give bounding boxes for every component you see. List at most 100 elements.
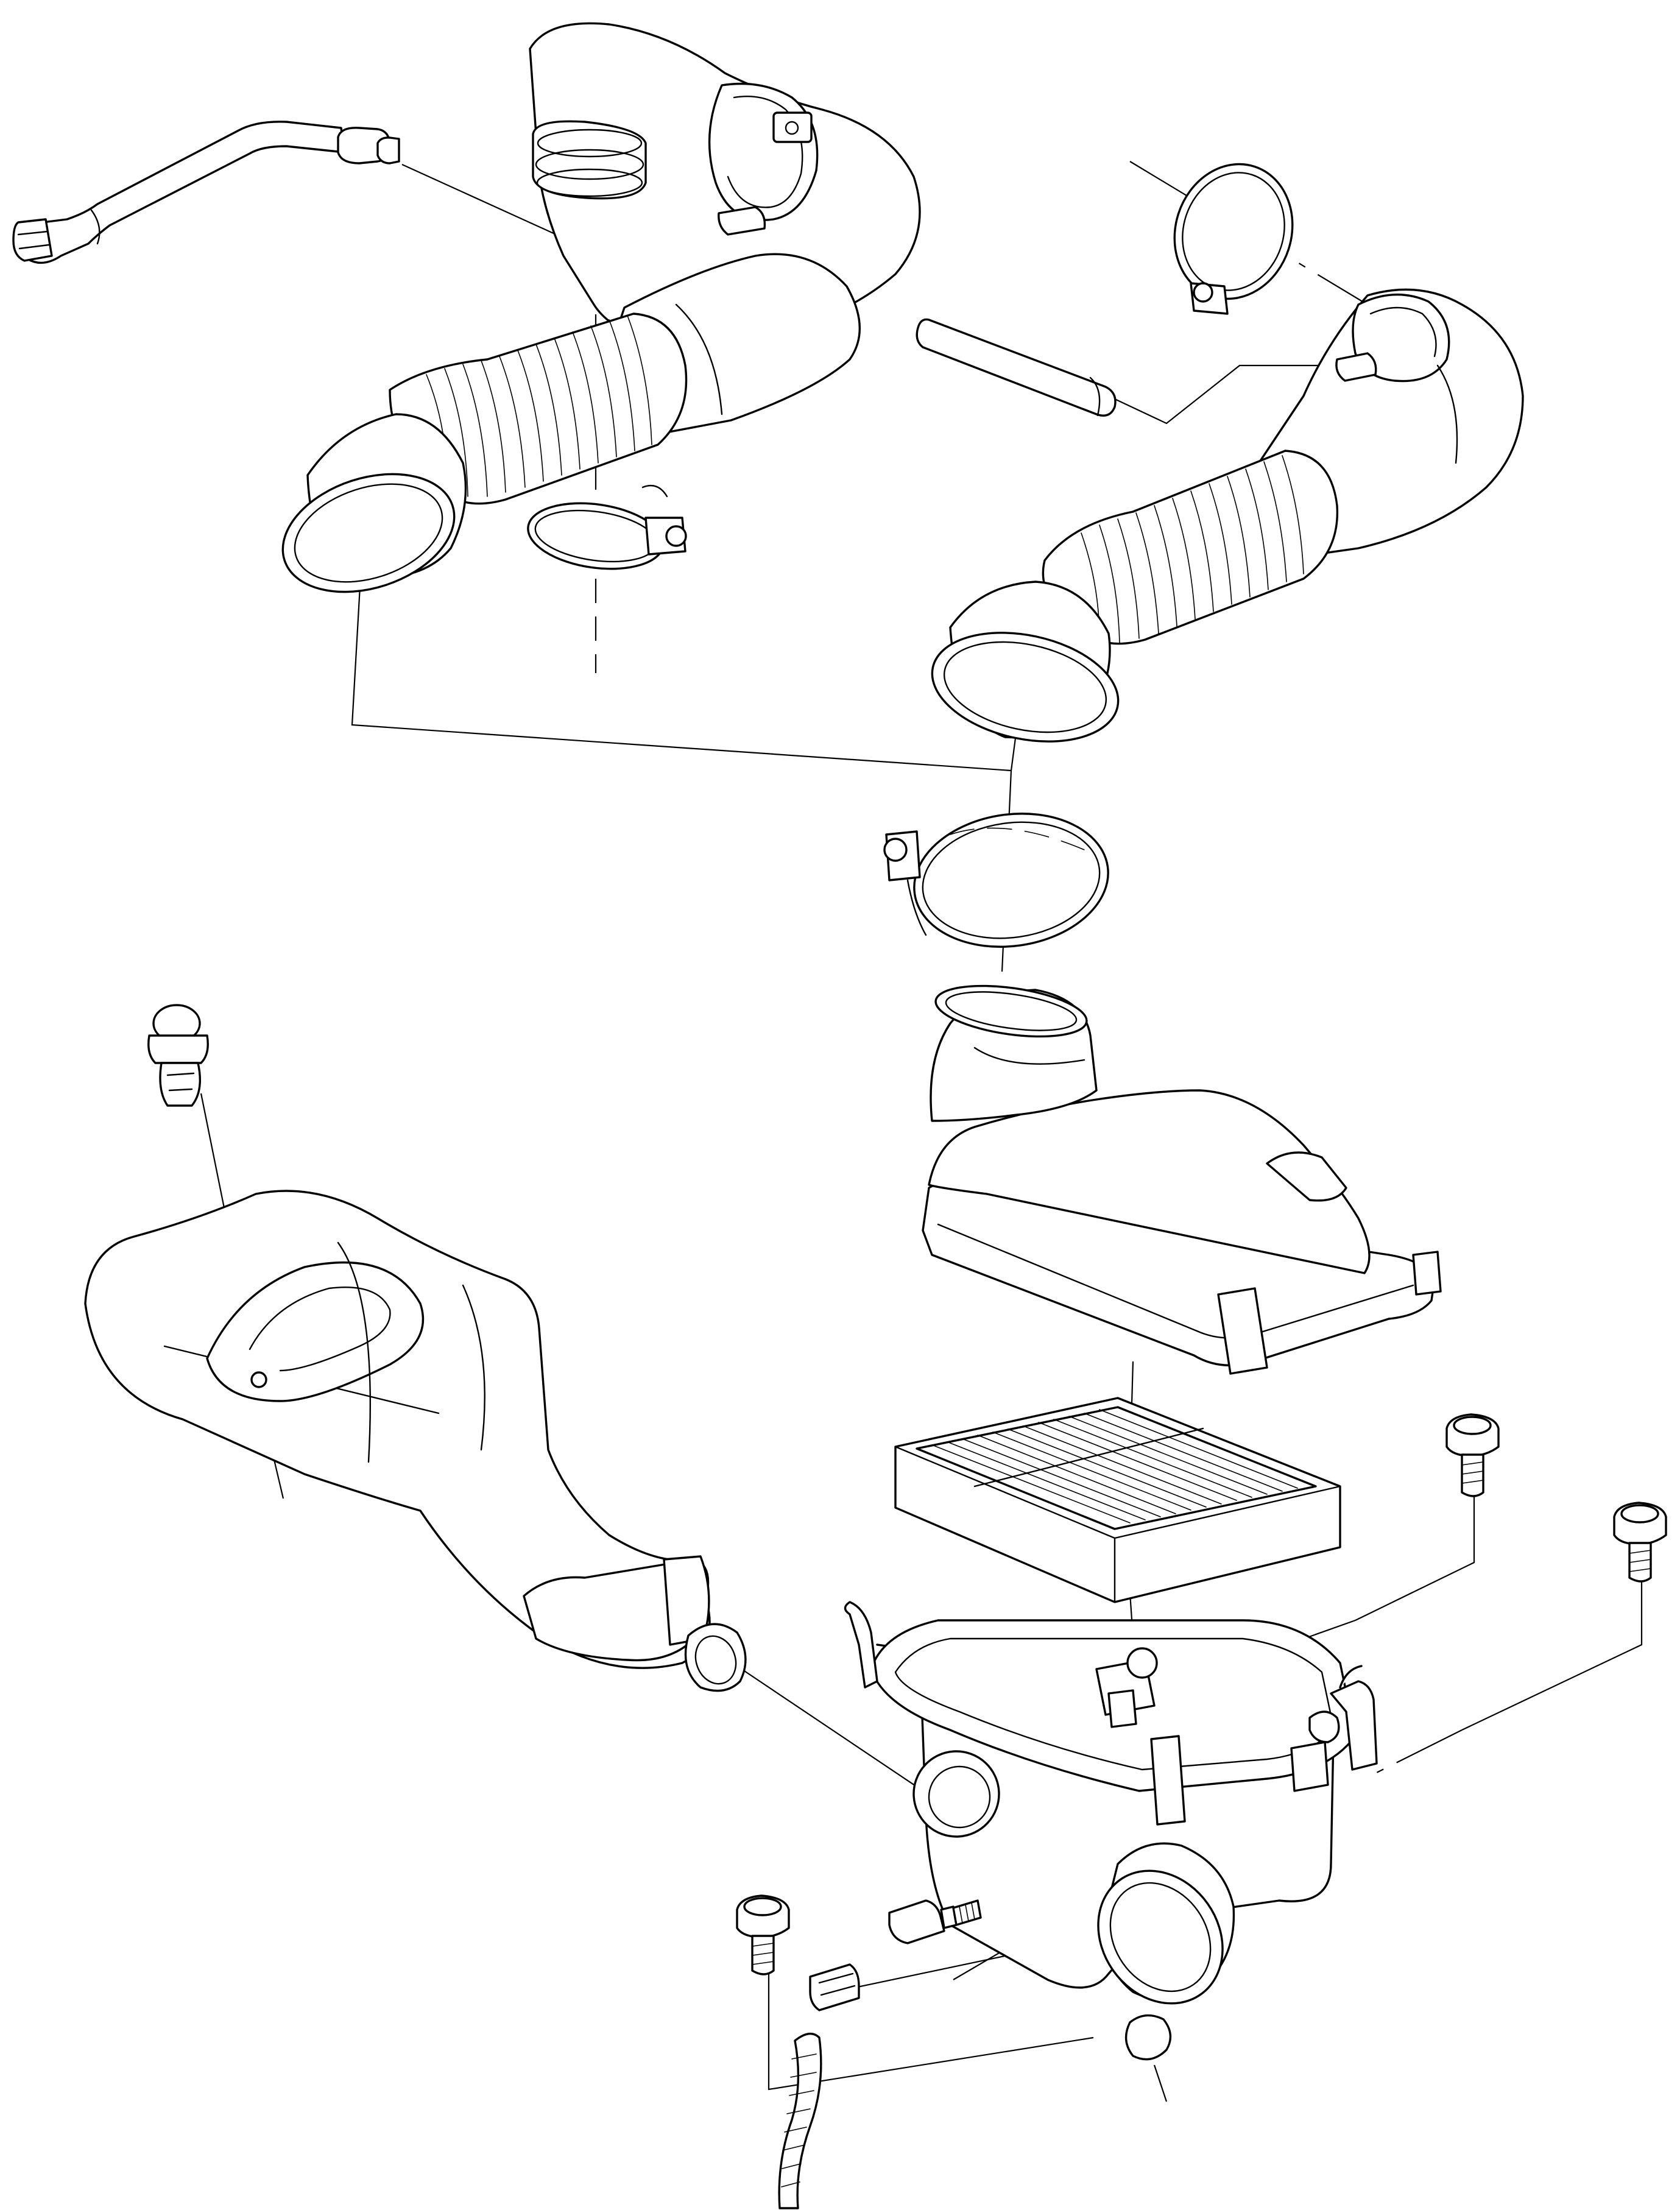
air-box-side-inlet-inner bbox=[928, 1765, 991, 1829]
duct-right-inlet-ring bbox=[931, 632, 1120, 743]
duct-right-bellows-ribs bbox=[1081, 455, 1304, 643]
upper-hose-clamp-screw-head bbox=[665, 525, 687, 547]
lower-hose-clamp-band-inner bbox=[922, 821, 1101, 939]
breather-hose-bend bbox=[90, 209, 101, 245]
air-box-lower-housing bbox=[844, 1601, 1378, 2061]
push-clip-ridges bbox=[166, 1072, 195, 1092]
top-right-hose-clamp bbox=[1173, 163, 1294, 315]
lower-hose-clamp bbox=[883, 813, 1109, 948]
duct-right-outlet-inner bbox=[1369, 306, 1437, 358]
air-box-rim-inner bbox=[894, 1637, 1335, 1771]
intake-duct-right bbox=[931, 288, 1524, 743]
resonator-recess-inner bbox=[249, 1286, 391, 1372]
duct-left-neck-ring-1 bbox=[537, 129, 643, 158]
upper-intake-duct-left bbox=[281, 22, 921, 593]
leader-bolt-1 bbox=[1355, 1495, 1475, 1621]
mounting-bolt-bottom bbox=[736, 1894, 790, 1975]
leader-right-hose bbox=[1114, 364, 1343, 425]
bolt-right-thread bbox=[1629, 1550, 1651, 1572]
lower-hose-clamp-tail bbox=[906, 879, 927, 936]
resonator-outlet bbox=[684, 1623, 747, 1692]
small-vent-hose-body bbox=[916, 318, 1117, 417]
filter-frame-edges bbox=[894, 1446, 1341, 1603]
duct-left-neck-ring-3 bbox=[536, 168, 643, 197]
wiring-harness-wrap bbox=[781, 2053, 817, 2187]
air-box-side-bracket bbox=[1330, 1680, 1378, 1771]
wiring-harness bbox=[778, 2032, 822, 2209]
duct-left-mount-tab bbox=[772, 111, 813, 143]
lower-hose-clamp-slots bbox=[950, 827, 1085, 850]
duct-left-inlet-ring-inner bbox=[294, 483, 443, 583]
small-vent-hose bbox=[916, 318, 1117, 417]
push-clip bbox=[147, 1004, 209, 1107]
sensor-wiring-connector bbox=[778, 1963, 860, 2209]
mounting-bolt-right bbox=[1613, 1502, 1667, 1583]
push-clip-shank bbox=[159, 1062, 202, 1107]
cover-clip-right bbox=[1412, 1251, 1442, 1296]
breather-hose-end-cap bbox=[376, 136, 400, 164]
resonator-clip-hole bbox=[250, 1371, 267, 1388]
duct-right-nipple bbox=[1335, 352, 1377, 382]
intake-resonator bbox=[84, 1190, 747, 1692]
air-box-clip-post bbox=[1150, 1735, 1186, 1826]
duct-left-neck-band bbox=[532, 120, 647, 200]
air-box-outlet-flange-inner bbox=[1109, 1882, 1212, 1993]
hose-clip bbox=[12, 218, 53, 262]
filter-pleats bbox=[931, 1409, 1298, 1523]
duct-left-outlet-inner bbox=[727, 96, 803, 208]
cover-inlet-rim-inner bbox=[945, 991, 1078, 1031]
lower-hose-clamp-screw bbox=[883, 838, 908, 862]
duct-left-neck-ring-2 bbox=[535, 149, 644, 180]
breather-hose-body bbox=[23, 121, 345, 264]
air-box-side-bracket-tab bbox=[1339, 1665, 1363, 1689]
leader-bolt-2 bbox=[1461, 1578, 1643, 1731]
air-box-center-bracket-boss bbox=[1107, 1689, 1137, 1728]
bolt-bottom-thread bbox=[752, 1943, 774, 1965]
bolt-upper-shank bbox=[1461, 1453, 1484, 1497]
filter-media bbox=[916, 1406, 1317, 1530]
cover-horn-seam bbox=[973, 1047, 1085, 1065]
duct-left-mount-hole bbox=[785, 121, 799, 135]
air-box-spring-clip-left bbox=[844, 1601, 878, 1689]
cover-inlet-rim bbox=[934, 984, 1088, 1038]
upper-hose-clamp bbox=[527, 484, 687, 570]
upper-hose-clamp-band bbox=[527, 502, 665, 570]
cover-shell bbox=[928, 1089, 1371, 1274]
air-filter-cover bbox=[922, 984, 1442, 1375]
resonator-side-seam bbox=[462, 1284, 485, 1451]
lower-hose-clamp-band bbox=[913, 813, 1109, 948]
air-box-right-clip bbox=[1290, 1741, 1329, 1792]
bolt-right-head-top bbox=[1620, 1504, 1659, 1523]
upper-hose-clamp-tab bbox=[641, 484, 668, 498]
hose-clip-ridges bbox=[17, 230, 50, 250]
resonator-outlet-inner bbox=[694, 1635, 737, 1685]
duct-left-nipple bbox=[718, 206, 766, 236]
top-right-clamp-screw bbox=[1193, 282, 1213, 303]
air-box-right-grommet bbox=[1308, 1710, 1340, 1743]
bolt-upper-thread bbox=[1461, 1461, 1484, 1484]
sensor-thread-lines bbox=[959, 1902, 975, 1924]
cover-sensor-boss bbox=[1266, 1151, 1347, 1202]
cover-clip-left bbox=[1217, 1287, 1268, 1375]
bolt-bottom-head-top bbox=[743, 1897, 782, 1916]
bolt-upper-head-top bbox=[1453, 1416, 1492, 1435]
leader-bolt-2-dash bbox=[1376, 1729, 1463, 1773]
resonator-seam bbox=[337, 1241, 371, 1463]
connector-ribs bbox=[818, 1972, 856, 1996]
duct-right-seam bbox=[1436, 364, 1458, 464]
air-filter-element bbox=[894, 1397, 1341, 1603]
duct-left-bellows-ribs bbox=[426, 315, 652, 497]
duct-left-seam bbox=[675, 303, 723, 415]
intake-air-temp-sensor bbox=[888, 1899, 982, 1944]
push-clip-collar bbox=[147, 1034, 209, 1064]
drain-valve bbox=[1124, 2014, 1172, 2061]
mounting-bolt-upper bbox=[1445, 1413, 1500, 1497]
leader-bottom-bolt bbox=[768, 1971, 1094, 2091]
leader-drain-valve bbox=[1153, 2064, 1168, 2102]
small-vent-hose-end bbox=[1089, 376, 1101, 417]
sensor-body bbox=[888, 1899, 945, 1944]
air-box-grommet bbox=[1126, 1647, 1158, 1679]
breather-hose bbox=[12, 121, 400, 264]
duct-right-inlet-ring-inner bbox=[943, 641, 1107, 733]
